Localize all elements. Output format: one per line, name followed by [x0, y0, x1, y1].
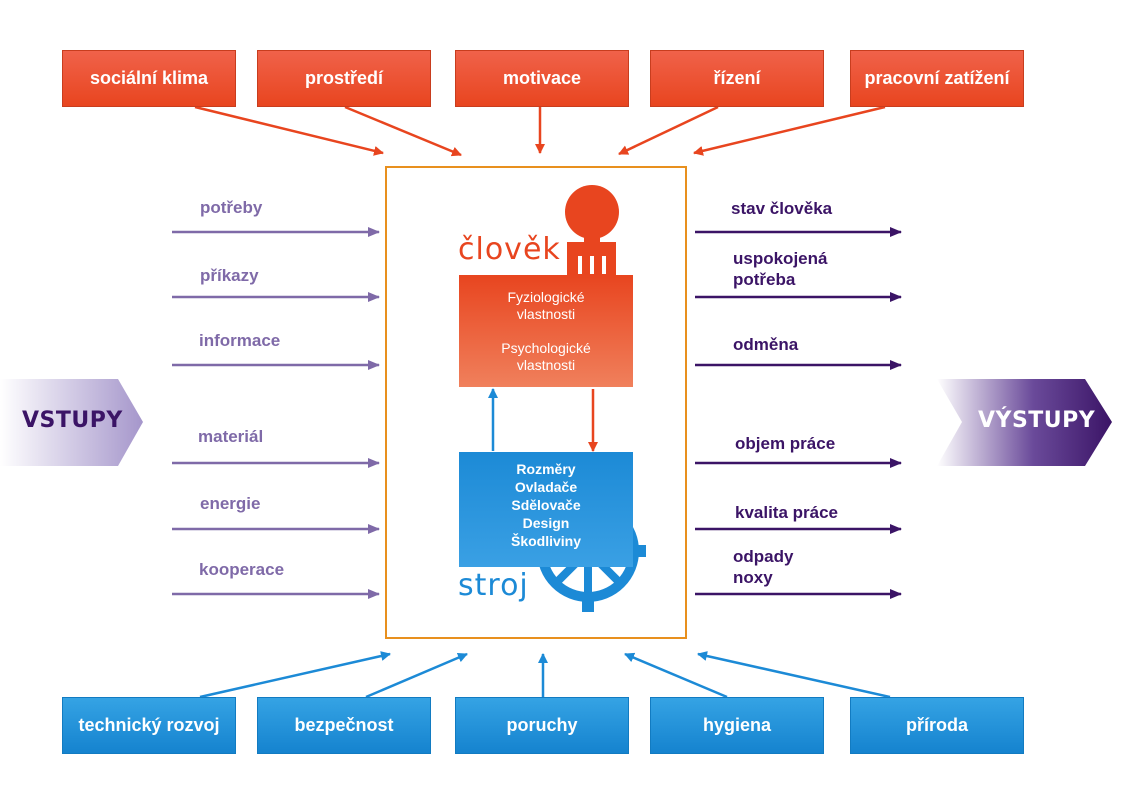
- top-factor-box: prostředí: [257, 50, 431, 107]
- feedback-arrows: [488, 388, 598, 452]
- machine-prop-line: Rozměry: [516, 461, 576, 477]
- human-prop-line: Fyziologické: [507, 288, 585, 305]
- output-label-line: potřeba: [733, 270, 796, 289]
- vystupy-chevron: [937, 379, 1112, 466]
- output-label-line: kvalita práce: [735, 503, 839, 522]
- human-properties-box: Fyziologické vlastnosti Psychologické vl…: [459, 275, 633, 387]
- machine-prop-line: Škodliviny: [510, 533, 582, 549]
- human-figure-icon: [565, 185, 619, 278]
- input-label: informace: [199, 331, 281, 350]
- arrow-socialni-klima: [194, 105, 384, 156]
- output-label-line: stav člověka: [731, 199, 833, 218]
- arrow-bezpecnost: [365, 652, 468, 699]
- bottom-factor-arrows: [199, 651, 891, 699]
- input-label: potřeby: [200, 198, 263, 217]
- arrow-pracovni-zatizeni: [693, 105, 886, 156]
- top-factor-box: sociální klima: [62, 50, 236, 107]
- input-label: energie: [200, 494, 261, 513]
- vstupy-label: VSTUPY: [22, 408, 123, 433]
- output-label: odměna: [733, 334, 798, 355]
- machine-prop-line: Ovladače: [514, 479, 578, 495]
- machine-properties-box: Rozměry Ovladače Sdělovače Design Škodli…: [459, 452, 633, 567]
- bottom-factor-box: technický rozvoj: [62, 697, 236, 754]
- top-factor-box: pracovní zatížení: [850, 50, 1024, 107]
- human-prop-line: vlastnosti: [516, 305, 576, 322]
- arrow-technicky-rozvoj: [199, 651, 391, 699]
- output-label: kvalita práce: [735, 502, 838, 523]
- output-label-line: odměna: [733, 335, 799, 354]
- input-label: materiál: [198, 427, 264, 446]
- bottom-factor-box: příroda: [850, 697, 1024, 754]
- bottom-factor-box: hygiena: [650, 697, 824, 754]
- human-word: člověk: [458, 232, 561, 267]
- vystupy-label: VÝSTUPY: [978, 408, 1096, 433]
- output-label: odpady noxy: [733, 546, 793, 588]
- output-label-line: uspokojená: [733, 249, 828, 268]
- machine-prop-line: Design: [522, 515, 570, 531]
- output-arrows: [695, 227, 902, 599]
- bottom-factor-box: poruchy: [455, 697, 629, 754]
- top-factor-box: motivace: [455, 50, 629, 107]
- output-label-line: objem práce: [735, 434, 836, 453]
- arrow-hygiena: [624, 652, 728, 699]
- output-label: objem práce: [735, 433, 835, 454]
- human-prop-line: vlastnosti: [516, 356, 576, 373]
- vstupy-chevron: [0, 379, 143, 466]
- output-label: stav člověka: [731, 198, 832, 219]
- input-arrows: [172, 227, 380, 599]
- top-factor-box: řízení: [650, 50, 824, 107]
- top-factor-arrows: [194, 105, 886, 157]
- bottom-factor-box: bezpečnost: [257, 697, 431, 754]
- arrow-priroda: [697, 651, 891, 699]
- input-label: kooperace: [199, 560, 285, 579]
- input-label: příkazy: [200, 266, 259, 285]
- human-prop-line: Psychologické: [501, 339, 591, 356]
- output-label: uspokojená potřeba: [733, 248, 827, 290]
- machine-prop-line: Sdělovače: [511, 497, 581, 513]
- arrow-prostredi: [344, 105, 462, 157]
- output-label-line: noxy: [733, 568, 773, 587]
- output-label-line: odpady: [733, 547, 794, 566]
- arrow-rizeni: [618, 105, 719, 156]
- machine-word: stroj: [458, 568, 529, 603]
